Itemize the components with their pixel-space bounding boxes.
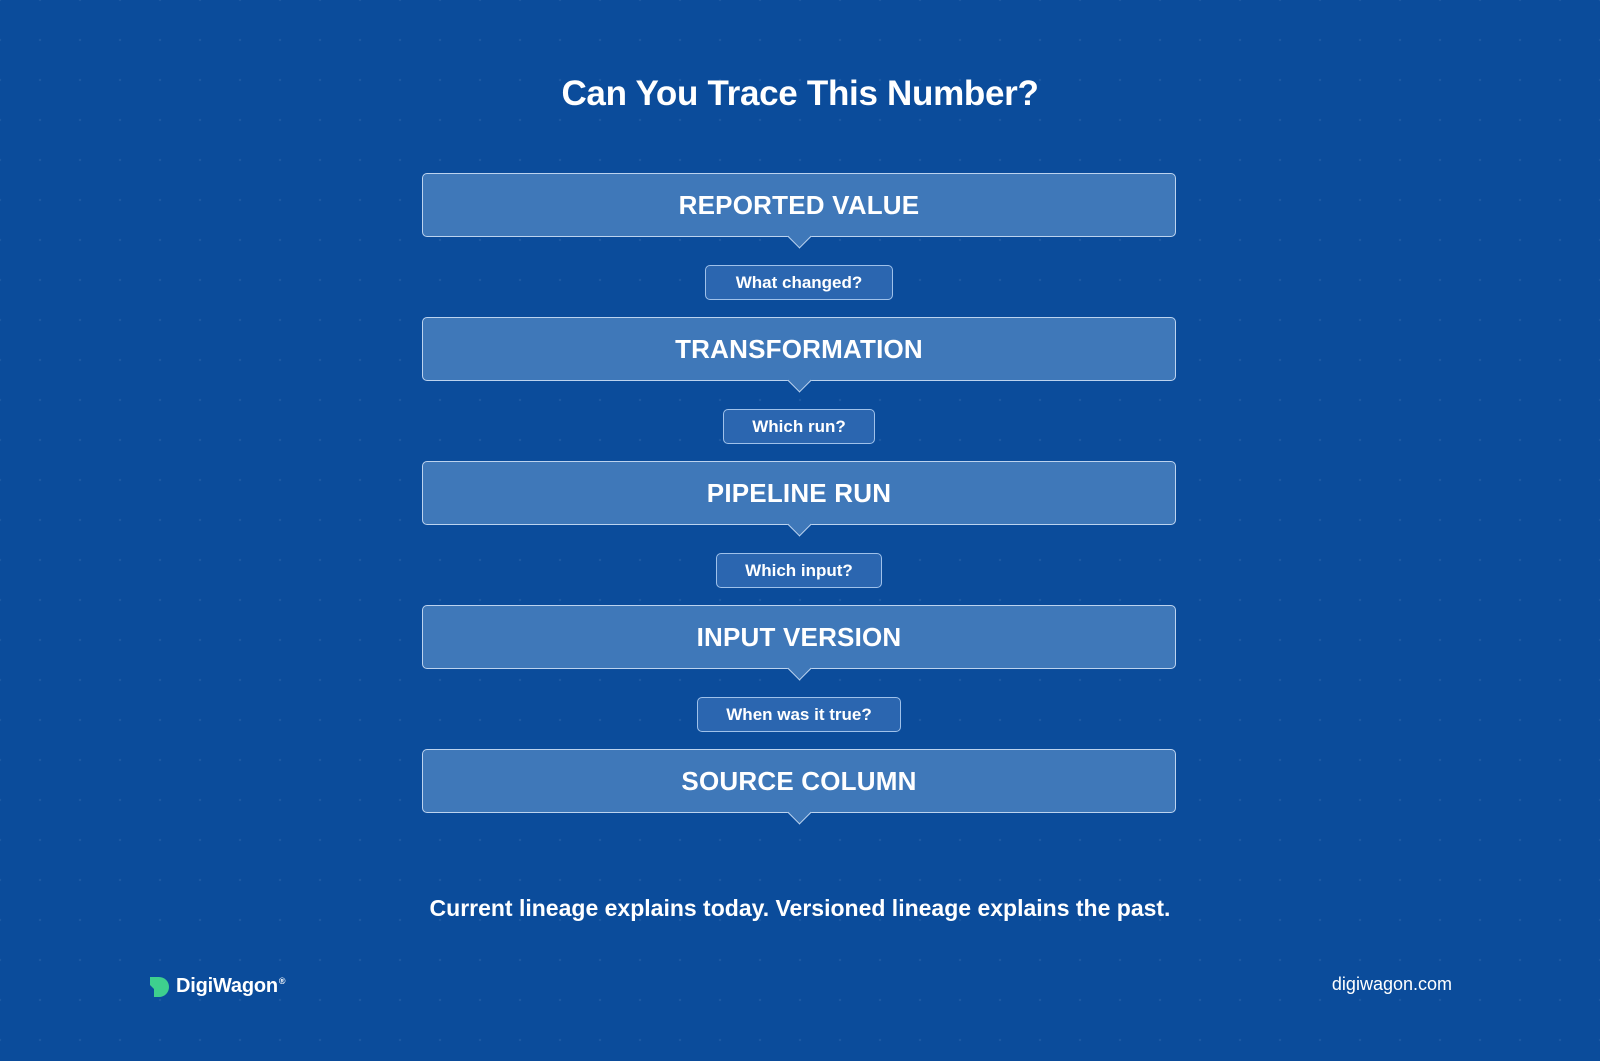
question-which-run: Which run? bbox=[723, 409, 875, 444]
page-title: Can You Trace This Number? bbox=[561, 74, 1039, 113]
stage-source-column: SOURCE COLUMN bbox=[422, 749, 1176, 825]
stage-label: SOURCE COLUMN bbox=[681, 765, 917, 796]
stage-label: REPORTED VALUE bbox=[678, 189, 920, 220]
brand-logo[interactable]: DigiWagon® bbox=[148, 975, 286, 998]
down-arrow-notch bbox=[787, 656, 812, 681]
brand-wordmark: DigiWagon bbox=[176, 975, 278, 997]
stage-label: PIPELINE RUN bbox=[706, 477, 892, 508]
down-arrow-notch bbox=[787, 800, 812, 825]
down-arrow-notch bbox=[787, 368, 812, 393]
stage-transformation: TRANSFORMATION bbox=[422, 317, 1176, 393]
question-when-was-it-true: When was it true? bbox=[697, 697, 901, 732]
registered-mark: ® bbox=[278, 976, 286, 987]
stage-input-version: INPUT VERSION bbox=[422, 605, 1176, 681]
digiwagon-logo-icon bbox=[150, 976, 169, 997]
stage-reported-value: REPORTED VALUE bbox=[422, 173, 1176, 249]
stage-label: INPUT VERSION bbox=[696, 621, 902, 652]
tagline: Current lineage explains today. Versione… bbox=[429, 895, 1171, 921]
website-link[interactable]: digiwagon.com bbox=[1331, 974, 1452, 994]
brand-name: DigiWagon® bbox=[176, 975, 286, 998]
question-which-input: Which input? bbox=[716, 553, 882, 588]
down-arrow-notch bbox=[787, 224, 812, 249]
stage-pipeline-run: PIPELINE RUN bbox=[422, 461, 1176, 537]
down-arrow-notch bbox=[787, 512, 812, 537]
question-what-changed: What changed? bbox=[705, 265, 893, 300]
stage-label: TRANSFORMATION bbox=[675, 333, 923, 364]
